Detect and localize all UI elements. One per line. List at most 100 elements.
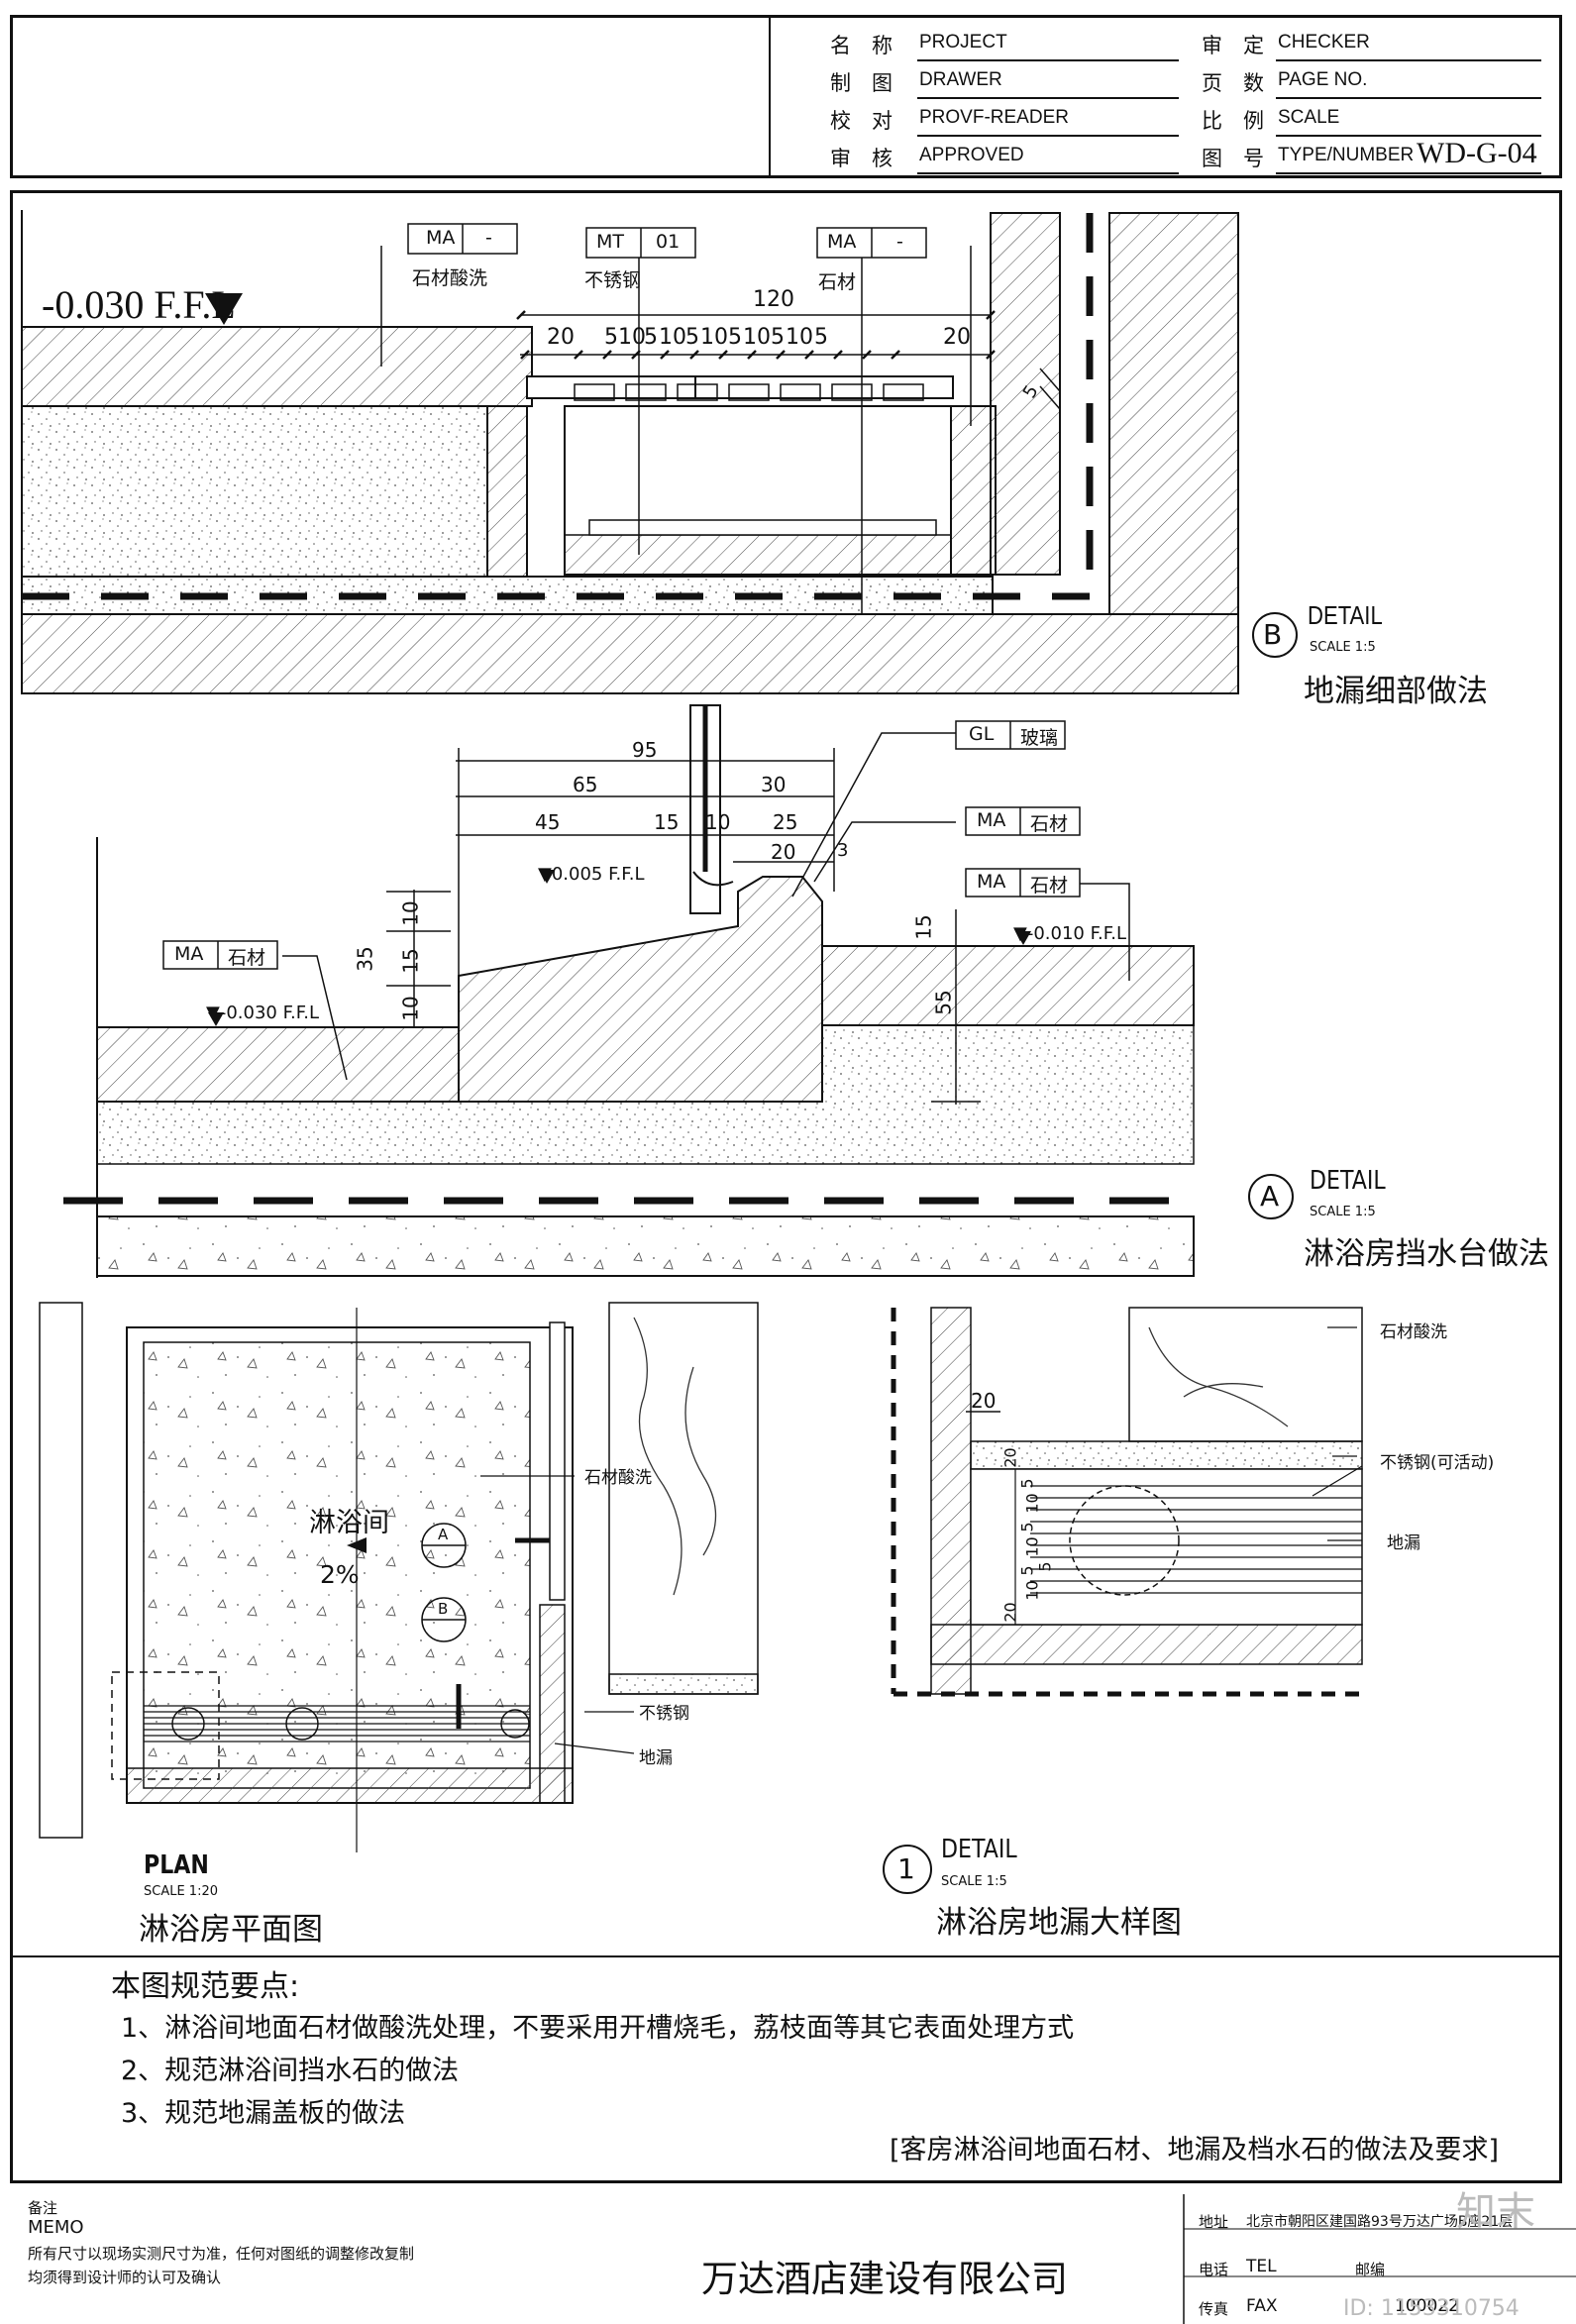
tb-underline bbox=[1276, 97, 1541, 99]
memo-line: 均须得到设计师的认可及确认 bbox=[28, 2269, 222, 2286]
dim: 10 bbox=[700, 325, 728, 350]
detail-a-title: 淋浴房挡水台做法 bbox=[1304, 1236, 1549, 1272]
tb-value: PROJECT bbox=[919, 32, 1007, 53]
dim: 15 bbox=[654, 810, 680, 834]
dim: 95 bbox=[632, 738, 658, 762]
dim: 45 bbox=[535, 810, 561, 834]
dim: 30 bbox=[761, 773, 787, 796]
dim: 5 bbox=[1035, 1561, 1055, 1572]
tb-row-1: 名 称 PROJECT 审 定 CHECKER bbox=[830, 26, 1553, 61]
detail-1-label: DETAIL bbox=[941, 1835, 1017, 1864]
title-block: 名 称 PROJECT 审 定 CHECKER 制 图 DRAWER 页 数 P… bbox=[10, 15, 1562, 178]
plan-note: 地漏 bbox=[639, 1748, 673, 1768]
tb-key: 页 数 bbox=[1202, 71, 1264, 95]
tb-row-4: 审 核 APPROVED 图 号 TYPE/NUMBER WD-G-04 bbox=[830, 137, 1553, 174]
detail-1-note: 石材酸洗 bbox=[1380, 1322, 1447, 1342]
dim: 10 bbox=[1022, 1536, 1042, 1557]
dim: 5 bbox=[1017, 1522, 1037, 1532]
memo-label: MEMO bbox=[28, 2217, 84, 2238]
tb-key: 校 对 bbox=[830, 109, 893, 133]
detail-b-drawing bbox=[21, 210, 1239, 694]
tag-code: MA bbox=[977, 871, 1006, 893]
plan-title: 淋浴房平面图 bbox=[139, 1912, 323, 1948]
address-label: 地址 bbox=[1199, 2213, 1229, 2231]
tb-key: 审 定 bbox=[1202, 34, 1264, 57]
tb-row-2: 制 图 DRAWER 页 数 PAGE NO. bbox=[830, 63, 1553, 99]
plan-room-name: 淋浴间 bbox=[309, 1508, 389, 1538]
dim: 10 bbox=[659, 325, 686, 350]
dim-vertical: 55 bbox=[931, 990, 956, 1015]
detail-a-marker-letter: A bbox=[1260, 1180, 1280, 1213]
plan-drawing bbox=[39, 1302, 759, 1852]
drawing-number: WD-G-04 bbox=[1417, 137, 1537, 169]
tb-key: 审 核 bbox=[830, 147, 893, 170]
tb-value: CHECKER bbox=[1278, 32, 1370, 53]
detail-b-tags bbox=[407, 223, 927, 259]
tb-value: PROVF-READER bbox=[919, 107, 1069, 128]
tb-underline bbox=[1276, 172, 1541, 174]
dim: 5 bbox=[604, 325, 618, 350]
dimension-overall: 120 bbox=[753, 287, 794, 312]
plan-scale: SCALE 1:20 bbox=[144, 1884, 219, 1899]
tag-code: MA bbox=[977, 809, 1006, 831]
tag-code: MA bbox=[426, 227, 456, 249]
detail-1-title: 淋浴房地漏大样图 bbox=[936, 1905, 1182, 1941]
drawing-frame bbox=[10, 190, 1562, 2183]
tb-value: DRAWER bbox=[919, 69, 1002, 90]
dim: 5 bbox=[771, 325, 785, 350]
tag-num: 01 bbox=[656, 231, 681, 253]
dim: 65 bbox=[573, 773, 598, 796]
tb-underline bbox=[917, 135, 1179, 137]
memo-line: 所有尺寸以现场实测尺寸为准，任何对图纸的调整修改复制 bbox=[28, 2245, 415, 2263]
tag-code: MA bbox=[174, 943, 204, 965]
tag-num: - bbox=[485, 227, 492, 249]
fax-label: 传真 bbox=[1199, 2300, 1229, 2318]
tag-code: GL bbox=[969, 723, 995, 745]
plan-note: 石材酸洗 bbox=[584, 1468, 652, 1488]
tb-key: 制 图 bbox=[830, 71, 893, 95]
memo-cn: 备注 bbox=[28, 2199, 58, 2217]
address-value: 北京市朝阳区建国路93号万达广场B座21层 bbox=[1246, 2214, 1514, 2230]
tb-value: SCALE bbox=[1278, 107, 1340, 128]
level-mark: ▼-0.010 F.F.L bbox=[1013, 923, 1126, 944]
detail-b-label: DETAIL bbox=[1308, 600, 1383, 630]
dim: 10 bbox=[1022, 1493, 1042, 1514]
dim: 10 bbox=[618, 325, 646, 350]
detail-a-drawing bbox=[63, 704, 1195, 1278]
dim-vertical: 15 bbox=[911, 914, 936, 940]
detail-1-scale: SCALE 1:5 bbox=[941, 1874, 1007, 1889]
plan-label: PLAN bbox=[144, 1850, 209, 1880]
watermark-logo: 知末 bbox=[1456, 2189, 1535, 2235]
tag-code: MA bbox=[827, 231, 857, 253]
detail-b-scale: SCALE 1:5 bbox=[1310, 640, 1376, 655]
dim: 5 bbox=[814, 325, 828, 350]
detail-a-scale: SCALE 1:5 bbox=[1310, 1205, 1376, 1219]
tag-material: 石材酸洗 bbox=[412, 267, 488, 289]
dim-vertical: 10 bbox=[398, 996, 423, 1021]
id-text: ID: 1153310754 bbox=[1343, 2296, 1520, 2321]
tb-value: APPROVED bbox=[919, 145, 1024, 165]
tb-underline bbox=[917, 59, 1179, 61]
requirements-heading: 本图规范要点: bbox=[111, 1969, 300, 2004]
detail-a-marker bbox=[1248, 1174, 1294, 1219]
detail-1-dim-column: 20 5 10 5 10 5 10 5 20 bbox=[1000, 1438, 1055, 1627]
fax-value: FAX bbox=[1246, 2296, 1278, 2316]
tb-underline bbox=[917, 172, 1179, 174]
level-mark: ▼0.005 F.F.L bbox=[538, 864, 645, 885]
title-block-divider bbox=[769, 18, 771, 176]
detail-b-level: -0.030 F.F.L bbox=[42, 282, 236, 327]
plan-marker-letter: B bbox=[438, 1600, 449, 1618]
dim: 20 bbox=[943, 325, 971, 350]
tb-key: 比 例 bbox=[1202, 109, 1264, 133]
detail-b-title: 地漏细部做法 bbox=[1304, 674, 1488, 709]
dim: 20 bbox=[971, 1389, 997, 1413]
dim: 10 bbox=[743, 325, 771, 350]
postcode-value: 100022 bbox=[1395, 2296, 1459, 2316]
tag-num: - bbox=[896, 231, 903, 253]
dim: 20 bbox=[1000, 1602, 1020, 1623]
dim: 5 bbox=[1017, 1478, 1037, 1489]
dim: 5 bbox=[685, 325, 699, 350]
dim: 25 bbox=[773, 810, 798, 834]
tel-label: 电话 bbox=[1199, 2261, 1229, 2278]
tb-value: TYPE/NUMBER bbox=[1278, 145, 1415, 165]
